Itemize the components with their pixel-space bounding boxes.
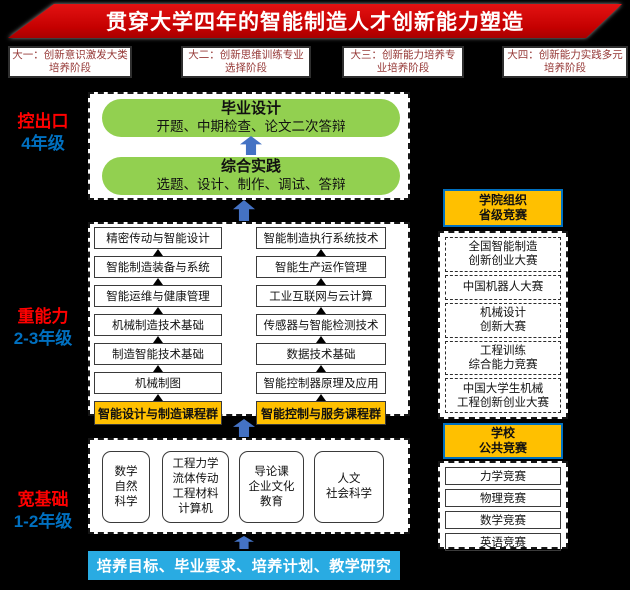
competition-item: 全国智能制造 创新创业大赛 [445, 237, 561, 272]
foundation-box: 数学 自然 科学 [102, 451, 150, 523]
foundation-section: 数学 自然 科学 工程力学 流体传动 工程材料 计算机 导论课 企业文化 教育 … [88, 438, 410, 534]
stage-box-year4: 大四：创新能力实践多元培养阶段 [502, 46, 628, 78]
up-triangle-icon [316, 249, 326, 256]
competition-item: 数学竞赛 [445, 511, 561, 529]
course-box: 制造智能技术基础 [94, 343, 222, 365]
graduation-design-pill: 毕业设计 开题、中期检查、论文二次答辩 [102, 99, 400, 137]
course-box: 智能运维与健康管理 [94, 285, 222, 307]
up-arrow [234, 536, 254, 549]
course-group-label: 智能设计与制造课程群 [94, 401, 222, 425]
college-competitions-header: 学院组织 省级竞赛 [443, 189, 563, 227]
pill-subtitle: 选题、设计、制作、调试、答辩 [156, 177, 346, 192]
up-triangle-icon [153, 336, 163, 343]
bottom-banner: 培养目标、毕业要求、培养计划、教学研究 [88, 551, 400, 580]
foundation-box: 导论课 企业文化 教育 [239, 451, 304, 523]
competition-item: 中国机器人大赛 [445, 274, 561, 301]
course-group-label: 智能控制与服务课程群 [256, 401, 386, 425]
foundation-box: 人文 社会科学 [314, 451, 384, 523]
course-section: 精密传动与智能设计 智能制造装备与系统 智能运维与健康管理 机械制造技术基础 制… [88, 222, 410, 425]
phase-name: 重能力 [17, 307, 69, 326]
course-box: 传感器与智能检测技术 [256, 314, 386, 336]
phase-label-exit: 控出口 4年级 [0, 111, 86, 155]
capstone-section: 毕业设计 开题、中期检查、论文二次答辩 综合实践 选题、设计、制作、调试、答辩 [88, 92, 410, 200]
course-box: 智能制造执行系统技术 [256, 227, 386, 249]
stage-box-year2: 大二：创新思维训练专业选择阶段 [181, 46, 311, 78]
title-banner-shape: 贯穿大学四年的智能制造人才创新能力塑造 [8, 4, 622, 38]
page-title: 贯穿大学四年的智能制造人才创新能力塑造 [106, 11, 524, 34]
stage-box-year3: 大三：创新能力培养专业培养阶段 [342, 46, 464, 78]
up-triangle-icon [153, 249, 163, 256]
course-box: 智能制造装备与系统 [94, 256, 222, 278]
competition-item: 物理竞赛 [445, 489, 561, 507]
competition-item: 力学竞赛 [445, 467, 561, 485]
pill-title: 毕业设计 [220, 100, 281, 117]
phase-grade: 1-2年级 [13, 512, 73, 531]
pill-subtitle: 开题、中期检查、论文二次答辩 [156, 119, 346, 134]
competition-item: 机械设计 创新大赛 [445, 303, 561, 338]
college-competitions-list: 全国智能制造 创新创业大赛 中国机器人大赛 机械设计 创新大赛 工程训练 综合能… [438, 231, 568, 419]
phase-grade: 4年级 [21, 134, 65, 153]
up-arrow [240, 136, 262, 155]
up-arrow [233, 419, 255, 437]
up-triangle-icon [316, 394, 326, 401]
up-triangle-icon [153, 394, 163, 401]
up-triangle-icon [153, 307, 163, 314]
competition-item: 中国大学生机械 工程创新创业大赛 [445, 378, 561, 413]
up-triangle-icon [316, 307, 326, 314]
course-box: 精密传动与智能设计 [94, 227, 222, 249]
title-banner: 贯穿大学四年的智能制造人才创新能力塑造 [8, 4, 622, 38]
phase-name: 宽基础 [17, 490, 69, 509]
course-box: 智能生产运作管理 [256, 256, 386, 278]
phase-name: 控出口 [17, 112, 69, 131]
course-box: 机械制图 [94, 372, 222, 394]
course-column-design: 精密传动与智能设计 智能制造装备与系统 智能运维与健康管理 机械制造技术基础 制… [94, 227, 222, 425]
school-competitions-header: 学校 公共竞赛 [443, 423, 563, 459]
foundation-box: 工程力学 流体传动 工程材料 计算机 [162, 451, 229, 523]
comprehensive-practice-pill: 综合实践 选题、设计、制作、调试、答辩 [102, 157, 400, 195]
pill-title: 综合实践 [220, 158, 281, 175]
course-box: 数据技术基础 [256, 343, 386, 365]
up-triangle-icon [316, 365, 326, 372]
up-triangle-icon [316, 278, 326, 285]
up-triangle-icon [153, 365, 163, 372]
up-triangle-icon [153, 278, 163, 285]
competition-item: 英语竞赛 [445, 533, 561, 551]
competition-item: 工程训练 综合能力竞赛 [445, 340, 561, 376]
course-box: 工业互联网与云计算 [256, 285, 386, 307]
course-box: 机械制造技术基础 [94, 314, 222, 336]
course-box: 智能控制器原理及应用 [256, 372, 386, 394]
phase-label-foundation: 宽基础 1-2年级 [0, 489, 86, 533]
phase-grade: 2-3年级 [13, 329, 73, 348]
up-arrow [233, 200, 255, 221]
course-column-control: 智能制造执行系统技术 智能生产运作管理 工业互联网与云计算 传感器与智能检测技术… [256, 227, 386, 425]
school-competitions-list: 力学竞赛 物理竞赛 数学竞赛 英语竞赛 [438, 461, 568, 551]
up-triangle-icon [316, 336, 326, 343]
stage-box-year1: 大一：创新意识激发大类培养阶段 [8, 46, 132, 78]
phase-label-ability: 重能力 2-3年级 [0, 306, 86, 350]
